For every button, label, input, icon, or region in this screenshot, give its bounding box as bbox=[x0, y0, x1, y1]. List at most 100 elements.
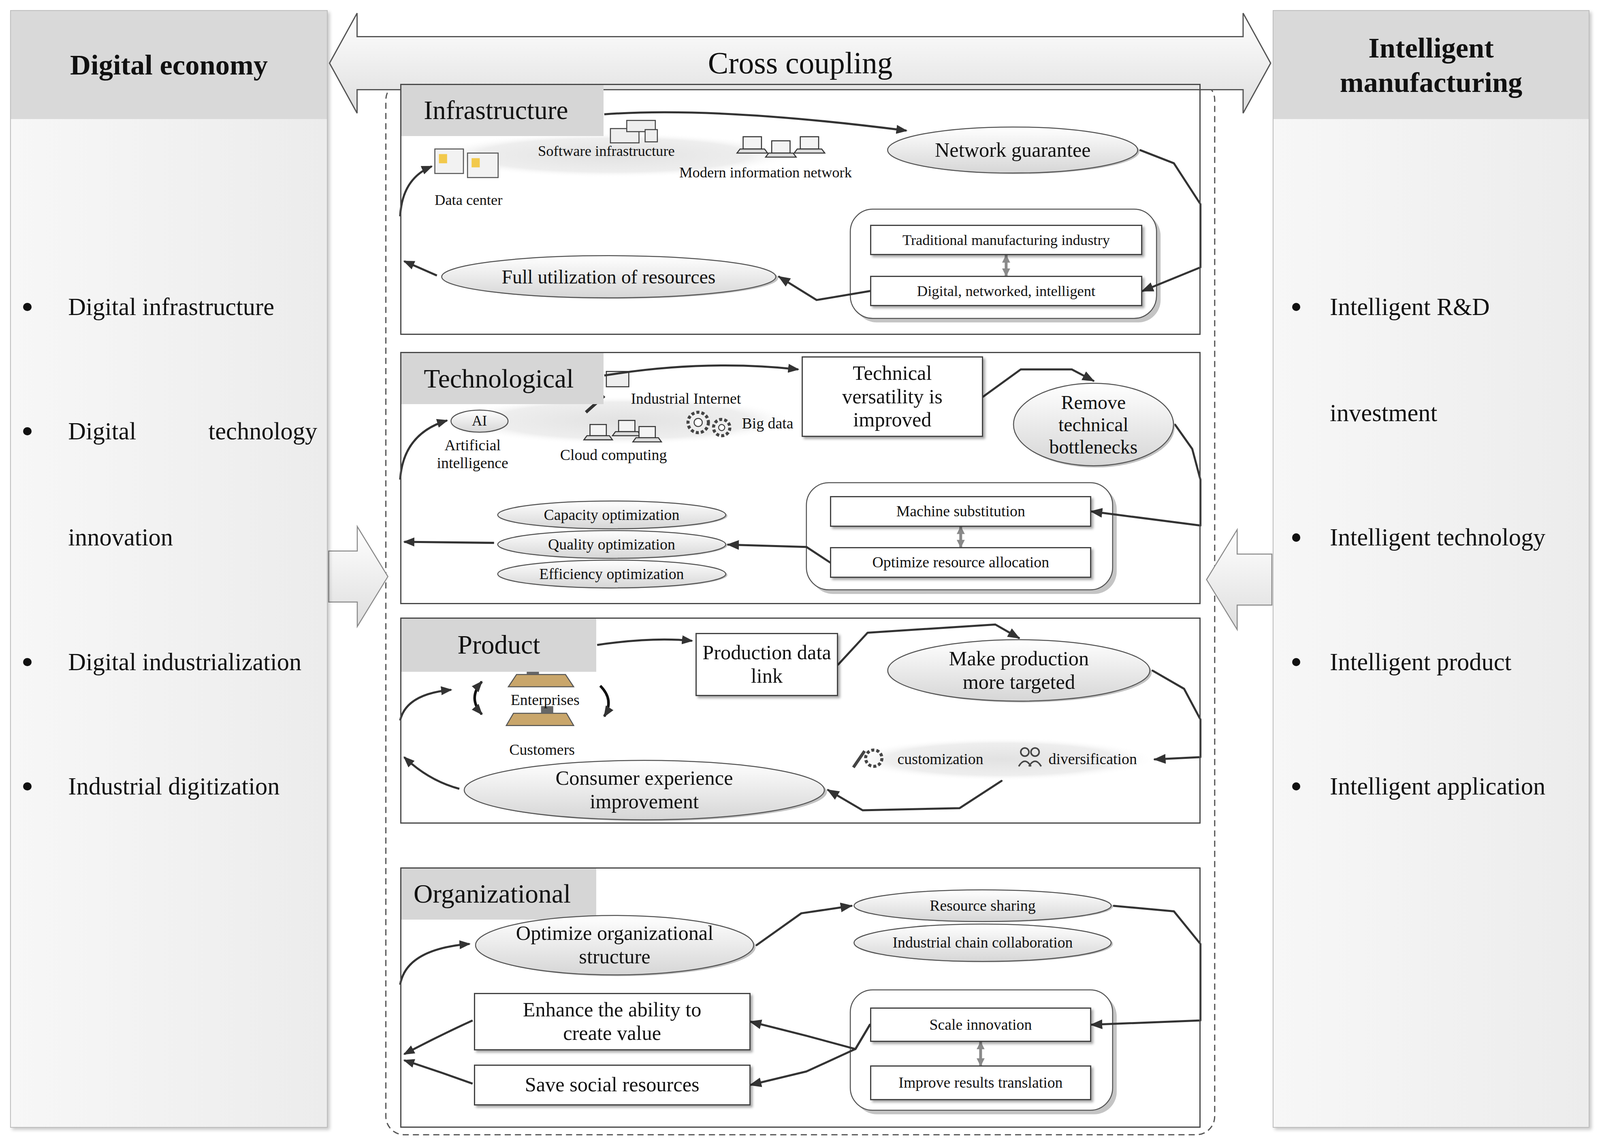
result-ellipse: Efficiency optimization bbox=[495, 559, 729, 589]
flow-connector bbox=[750, 1025, 871, 1086]
node-text-wrap: Machine substitution bbox=[834, 502, 1088, 521]
node-text: Industrial chain collaboration bbox=[872, 934, 1093, 952]
process-ellipse: Optimize organizational structure bbox=[472, 913, 757, 978]
block-arrow bbox=[1206, 529, 1272, 630]
laptop-screen bbox=[639, 426, 656, 438]
icon-label: Software infrastructure bbox=[537, 142, 675, 160]
section-title: Product bbox=[457, 629, 541, 661]
flow-arrow bbox=[400, 166, 432, 217]
node-text-wrap: Improve results translation bbox=[874, 1074, 1088, 1092]
flow-connector bbox=[1152, 670, 1201, 760]
node-text: Traditional manufacturing industry bbox=[874, 231, 1139, 249]
node-text-wrap: Optimize organizational structure bbox=[495, 921, 734, 969]
label-anchor: Big data bbox=[742, 414, 794, 433]
bullet-item: Intelligent application bbox=[1329, 733, 1586, 840]
icon-label: Artificial intelligence bbox=[426, 436, 519, 472]
node-text-wrap: Scale innovation bbox=[874, 1016, 1088, 1034]
label-anchor: Industrial Internet bbox=[631, 390, 742, 408]
server-light bbox=[471, 158, 480, 168]
laptop-base bbox=[583, 435, 613, 440]
node-text-wrap: Technical versatility is improved bbox=[815, 361, 969, 433]
bullet-item: Digital technology innovation bbox=[68, 378, 318, 591]
bullet-item: Intelligent technology bbox=[1329, 484, 1586, 591]
process-box: Scale innovation bbox=[870, 1007, 1092, 1043]
bullet-dot bbox=[23, 782, 32, 791]
flow-arrow bbox=[404, 541, 495, 544]
side-panel: Digital economyDigital infrastructureDig… bbox=[10, 10, 328, 1128]
node-text: Make production more targeted bbox=[932, 647, 1106, 695]
section-box: Product Production data link Make producti… bbox=[400, 617, 1201, 824]
ellipse-outline bbox=[441, 255, 776, 298]
feature-text: customization bbox=[897, 750, 984, 769]
bullet-text: Digital technology innovation bbox=[68, 378, 318, 591]
bullet-item: Intelligent R&D investment bbox=[1329, 253, 1586, 467]
node-text-wrap: Make production more targeted bbox=[932, 647, 1106, 695]
node-text-wrap: Production data link bbox=[699, 641, 835, 689]
laptop-base bbox=[632, 437, 662, 442]
process-ellipse: Full utilization of resources bbox=[438, 254, 780, 300]
laptop-screen bbox=[771, 140, 790, 154]
group-ellipse bbox=[848, 738, 1155, 781]
flow-connector bbox=[1091, 906, 1201, 1026]
container-box bbox=[850, 989, 1113, 1111]
laptop-screen bbox=[590, 424, 607, 436]
container-box bbox=[806, 482, 1113, 591]
panel-header: Intelligent manufacturing bbox=[1273, 10, 1589, 120]
ellipse-outline bbox=[464, 760, 825, 821]
bullet-dot bbox=[23, 427, 32, 436]
flow-arrow bbox=[400, 944, 470, 986]
node-text: Machine substitution bbox=[834, 502, 1088, 521]
node-text: Save social resources bbox=[477, 1073, 747, 1097]
flow-arrow bbox=[404, 1020, 473, 1055]
process-ellipse: Network guarantee bbox=[885, 125, 1141, 175]
bullet-dot bbox=[23, 658, 32, 667]
double-arrow bbox=[959, 526, 963, 548]
panel-title: Digital economy bbox=[70, 47, 268, 83]
node-text-wrap: Efficiency optimization bbox=[514, 565, 710, 583]
process-box: Machine substitution bbox=[829, 496, 1092, 527]
node-text: Improve results translation bbox=[874, 1074, 1088, 1092]
node-text-wrap: Save social resources bbox=[477, 1073, 747, 1097]
process-box: Enhance the ability to create value bbox=[473, 993, 751, 1051]
node-text: Scale innovation bbox=[874, 1016, 1088, 1034]
node-text-wrap: Network guarantee bbox=[905, 138, 1120, 163]
people-icon bbox=[1018, 761, 1042, 767]
label-anchor: Cloud computing bbox=[560, 446, 668, 464]
icon-label: Customers bbox=[509, 741, 575, 759]
computer-icon bbox=[645, 129, 658, 142]
label-anchor: Customers bbox=[509, 741, 575, 759]
node-text: AI bbox=[454, 413, 504, 430]
ellipse-outline bbox=[497, 531, 726, 559]
flow-arrow bbox=[597, 639, 692, 645]
label-anchor: Data center bbox=[434, 191, 503, 209]
section-title: Technological bbox=[423, 363, 574, 395]
laptop-base bbox=[736, 149, 768, 154]
result-ellipse: Capacity optimization bbox=[495, 500, 729, 530]
double-arrow bbox=[979, 1042, 982, 1066]
node-text: Digital, networked, intelligent bbox=[874, 282, 1139, 300]
server-icon bbox=[435, 149, 464, 174]
gear-icon bbox=[713, 419, 730, 436]
node-text: Remove technical bottlenecks bbox=[1024, 391, 1163, 459]
laptop-screen bbox=[743, 136, 762, 150]
node-text: Network guarantee bbox=[905, 138, 1120, 163]
node-text-wrap: Optimize resource allocation bbox=[834, 553, 1088, 572]
laptop-base bbox=[612, 431, 642, 436]
ellipse-outline bbox=[854, 923, 1112, 962]
bullet-item: Digital infrastructure bbox=[68, 253, 318, 361]
node-text-wrap: Quality optimization bbox=[514, 535, 710, 554]
node-text-wrap: AI bbox=[454, 413, 504, 430]
bullet-text: Digital infrastructure bbox=[68, 253, 318, 361]
bullet-text: Intelligent product bbox=[1329, 609, 1586, 716]
process-ellipse: Remove technical bottlenecks bbox=[1011, 380, 1176, 469]
node-text: Resource sharing bbox=[872, 897, 1093, 915]
node-text-wrap: Resource sharing bbox=[872, 897, 1093, 915]
node-text: Efficiency optimization bbox=[514, 565, 710, 583]
bullet-text: Industrial digitization bbox=[68, 733, 318, 840]
dashed-frame bbox=[386, 81, 1215, 1136]
exchange-arrow bbox=[600, 685, 609, 717]
bullet-dot bbox=[23, 302, 32, 312]
node-text-wrap: Consumer experience improvement bbox=[542, 766, 747, 814]
server-icon bbox=[467, 153, 499, 178]
label-anchor: Enterprises bbox=[510, 691, 580, 709]
